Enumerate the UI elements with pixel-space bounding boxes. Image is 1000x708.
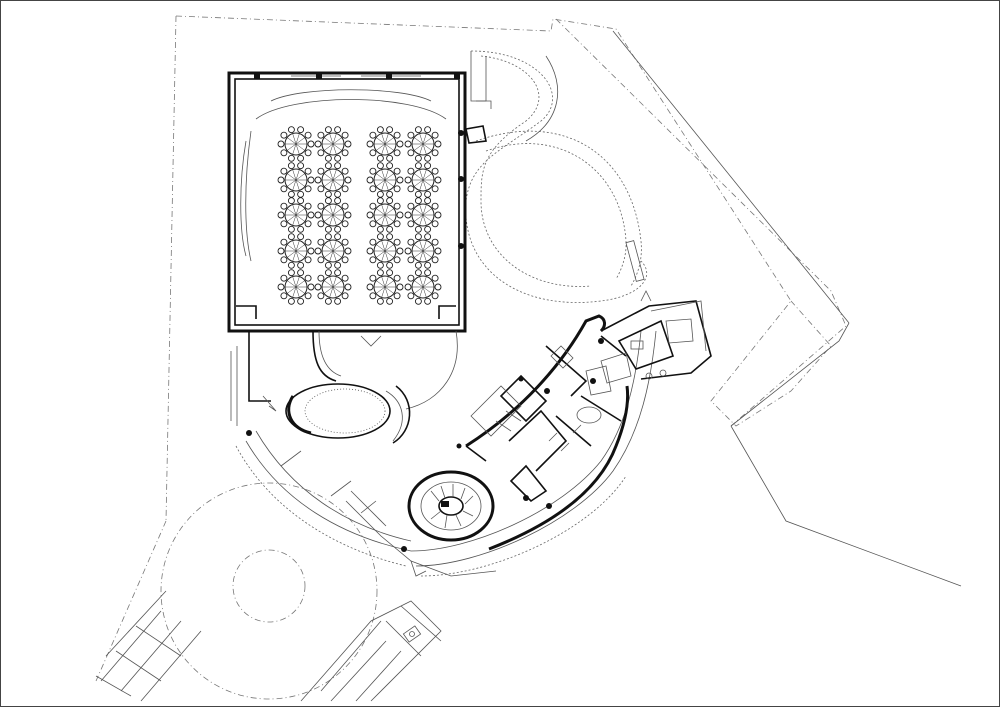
entry-canopy [465,100,492,144]
driveway-loop [465,50,647,303]
entrance-ramp [345,490,497,577]
round-table [404,197,442,233]
lounge-block [585,240,712,396]
round-table [404,162,442,198]
round-table [314,197,352,233]
spiral-stair [407,470,495,542]
round-table [366,233,404,269]
arcade-walkway [235,330,657,577]
banquet-tables [277,126,442,305]
round-table [404,126,442,162]
round-table [314,126,352,162]
round-table [404,269,442,305]
roundabout [160,482,378,700]
round-table [366,197,404,233]
round-table [404,233,442,269]
round-table [314,269,352,305]
terrain-lines [612,30,962,587]
round-table [277,269,315,305]
banquet-hall [227,71,467,333]
oval-atrium [285,383,411,444]
round-table [277,126,315,162]
round-table [366,126,404,162]
round-table [314,233,352,269]
round-table [366,269,404,305]
round-table [277,162,315,198]
office-wing [456,314,630,551]
round-table [366,162,404,198]
accessible-parking-icon [402,625,422,643]
round-table [277,197,315,233]
round-table [314,162,352,198]
lobby [230,330,458,436]
site-boundary [95,15,847,682]
round-table [277,233,315,269]
parking-stalls-right [300,600,442,702]
parking-stalls-left [95,590,202,702]
